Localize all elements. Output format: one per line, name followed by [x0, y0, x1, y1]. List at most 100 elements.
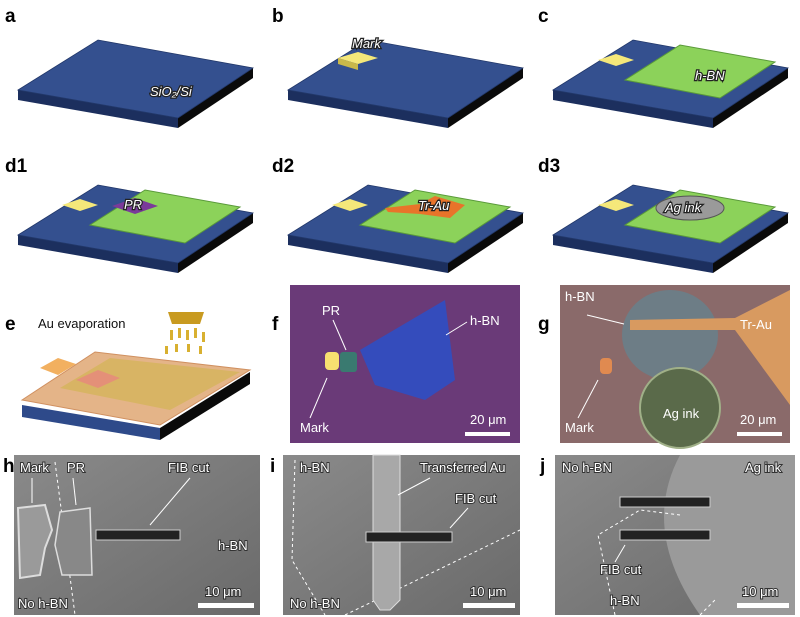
alignment-mark	[600, 358, 612, 374]
fib-label: FIB cut	[455, 491, 497, 506]
evaporation-source-icon	[168, 312, 204, 324]
alignment-mark	[325, 352, 339, 370]
no-hbn-label: No h-BN	[562, 460, 612, 475]
substrate-label: SiO₂/Si	[150, 84, 193, 99]
arrow	[449, 507, 469, 529]
no-hbn-label: No h-BN	[18, 596, 68, 611]
panel-letter: h	[3, 456, 15, 477]
alignment-mark	[40, 358, 76, 375]
fib-label: FIB cut	[600, 562, 642, 577]
panel-letter: a	[5, 6, 16, 27]
no-hbn-label: No h-BN	[290, 596, 340, 611]
panel-g: g h-BN Tr-Au Ag ink Mark 20 μm	[538, 285, 790, 449]
scale-bar-label: 20 μm	[470, 412, 506, 427]
arrow	[332, 319, 347, 351]
ag-ink	[639, 367, 721, 449]
panel-e: e Au evaporation	[5, 312, 252, 440]
scale-bar	[463, 603, 515, 608]
panel-d1: d1 PR	[5, 156, 254, 274]
panel-f: f PR h-BN Mark 20 μm	[272, 285, 520, 443]
scale-bar-label: 10 μm	[470, 584, 506, 599]
mark-label: Mark	[565, 420, 594, 435]
photoresist	[54, 507, 93, 576]
pr-label: PR	[67, 460, 85, 475]
alignment-mark	[332, 199, 368, 211]
transferred-au	[385, 196, 465, 218]
arrow	[445, 321, 468, 336]
panel-letter: i	[270, 456, 275, 477]
panel-letter: b	[272, 6, 284, 27]
fib-cut	[619, 496, 711, 508]
hbn-flake	[360, 300, 455, 400]
panel-j: j No h-BN Ag ink FIB cut h-BN 10 μm	[539, 455, 795, 616]
arrow	[72, 477, 77, 506]
hbn-label: h-BN	[300, 460, 330, 475]
arrow	[309, 377, 328, 419]
ag-ink	[655, 195, 725, 221]
panel-letter: f	[272, 314, 279, 335]
panel-b: b Mark	[272, 6, 524, 129]
substrate	[287, 39, 524, 129]
panel-i: i h-BN Transferred Au FIB cut No h-BN 10…	[270, 454, 521, 616]
arrow	[577, 379, 599, 419]
hbn-label: h-BN	[218, 538, 248, 553]
mark-label: Mark	[300, 420, 329, 435]
au-evaporation-label: Au evaporation	[38, 316, 125, 331]
agink-label: Ag ink	[745, 460, 782, 475]
hbn-boundary	[54, 461, 76, 616]
hbn-label: h-BN	[565, 289, 595, 304]
au-particles	[165, 328, 205, 354]
mark-label: Mark	[352, 36, 382, 51]
fib-cut	[619, 529, 711, 541]
panel-c: c h-BN	[538, 6, 789, 129]
panel-h: h Mark PR FIB cut h-BN No h-BN 10 μm	[3, 455, 260, 616]
panel-d2: d2 Tr-Au	[272, 156, 524, 274]
photoresist	[76, 370, 120, 388]
panel-letter: d2	[272, 156, 294, 177]
agink-label: Ag ink	[664, 200, 703, 215]
scale-bar	[465, 432, 510, 436]
panel-letter: e	[5, 314, 16, 335]
panel-letter: d3	[538, 156, 560, 177]
panel-d3: d3 Ag ink	[538, 156, 789, 274]
alignment-mark	[62, 199, 98, 211]
alignment-mark	[16, 503, 54, 580]
photoresist	[340, 352, 357, 372]
arrow	[586, 314, 625, 325]
fib-label: FIB cut	[168, 460, 210, 475]
hbn-flake	[622, 290, 718, 380]
panel-a: a SiO₂/Si	[5, 6, 254, 129]
hbn-boundary	[597, 509, 716, 616]
scale-bar	[737, 432, 782, 436]
au-coated-hbn	[60, 358, 240, 410]
hbn-label: h-BN	[610, 593, 640, 608]
panel-letter: d1	[5, 156, 28, 177]
mark-label: Mark	[20, 460, 49, 475]
ag-ink-region	[664, 455, 795, 615]
hbn-layer	[358, 189, 512, 244]
arrow	[397, 477, 431, 496]
trau-label: Tr-Au	[418, 198, 449, 213]
fib-cut	[95, 529, 181, 541]
fib-cut	[365, 531, 453, 543]
arrow	[149, 477, 191, 526]
panel-letter: j	[539, 456, 545, 477]
photoresist	[112, 198, 158, 214]
hbn-layer	[623, 44, 777, 99]
trau-label: Tr-Au	[740, 317, 772, 332]
scale-bar-label: 20 μm	[740, 412, 776, 427]
scale-bar	[198, 603, 254, 608]
scale-bar-label: 10 μm	[205, 584, 241, 599]
scale-bar-label: 10 μm	[742, 584, 778, 599]
substrate	[17, 39, 254, 129]
scale-bar	[737, 603, 789, 608]
alignment-mark	[598, 54, 634, 66]
pr-label: PR	[322, 303, 340, 318]
transferred-au	[630, 290, 790, 405]
panel-letter: c	[538, 6, 549, 27]
pr-label: PR	[124, 197, 142, 212]
panel-letter: g	[538, 314, 550, 335]
arrow	[614, 544, 626, 563]
